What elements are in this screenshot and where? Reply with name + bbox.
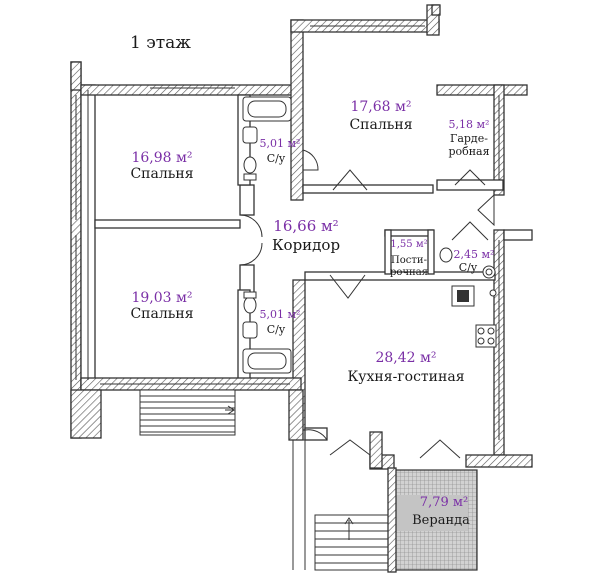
- room-area: 16,66 м²: [273, 217, 338, 235]
- room-bedroom-bottom-left: 19,03 м² Спальня: [130, 290, 193, 322]
- room-area: 19,03 м²: [131, 290, 192, 306]
- room-area: 28,42 м²: [375, 350, 436, 366]
- room-bath-top: 5,01 м² С/у: [260, 137, 301, 165]
- room-corridor: 16,66 м² Коридор: [272, 217, 340, 254]
- room-name: Спальня: [130, 306, 193, 322]
- stairs-top: [139, 389, 236, 436]
- room-name-line2: робная: [448, 145, 489, 158]
- room-area: 2,45 м²: [454, 248, 495, 261]
- room-area: 5,01 м²: [260, 308, 301, 321]
- room-area: 16,98 м²: [131, 150, 192, 166]
- room-name-line1: Пости-: [391, 255, 427, 266]
- room-bedroom-top: 17,68 м² Спальня: [349, 99, 412, 133]
- plumbing-fixtures: [242, 96, 497, 374]
- room-name-line2: рочная: [390, 267, 428, 278]
- veranda: [387, 467, 478, 573]
- stairs-bottom: [292, 439, 391, 571]
- room-veranda: 7,79 м² Веранда: [412, 495, 470, 528]
- room-area: 5,01 м²: [260, 137, 301, 150]
- room-area: 17,68 м²: [350, 99, 411, 115]
- room-name-line1: Гарде-: [450, 132, 488, 145]
- room-area: 1,55 м²: [390, 239, 427, 250]
- windows: [75, 25, 500, 440]
- room-area: 7,79 м²: [420, 495, 468, 510]
- room-name: С/у: [267, 323, 286, 336]
- floor-title: 1 этаж: [130, 33, 191, 53]
- room-name: Кухня-гостиная: [347, 369, 464, 385]
- room-area: 5,18 м²: [449, 118, 490, 131]
- room-name: Веранда: [412, 513, 470, 528]
- room-kitchen-living: 28,42 м² Кухня-гостиная: [347, 350, 464, 385]
- room-name: Спальня: [349, 117, 412, 133]
- room-wc-small: 2,45 м² С/у: [454, 248, 495, 274]
- room-bedroom-top-left: 16,98 м² Спальня: [130, 150, 193, 182]
- room-name: С/у: [459, 261, 478, 274]
- doors: [239, 149, 495, 459]
- room-linen: 1,55 м² Пости- рочная: [390, 239, 428, 278]
- room-bath-bottom: 5,01 м² С/у: [260, 308, 301, 336]
- room-name: С/у: [267, 152, 286, 165]
- room-name: Спальня: [130, 166, 193, 182]
- room-wardrobe: 5,18 м² Гарде- робная: [448, 118, 489, 158]
- room-name: Коридор: [272, 236, 340, 254]
